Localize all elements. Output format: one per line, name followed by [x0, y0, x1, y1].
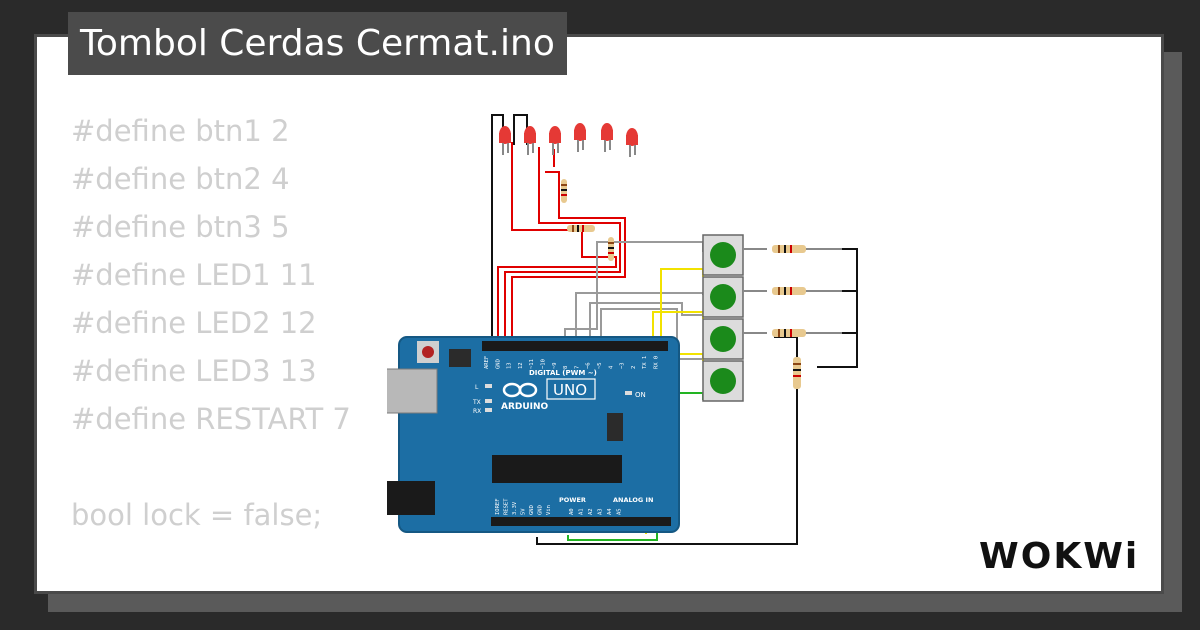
- resistor-led-2[interactable]: [567, 225, 595, 232]
- preview-card: #define btn1 2 #define btn2 4 #define btn3…: [34, 34, 1164, 594]
- pin-label: 3.3V: [512, 501, 518, 515]
- pin-label: Vin: [546, 505, 552, 515]
- led-label-l: L: [475, 384, 479, 391]
- push-buttons: [702, 234, 767, 402]
- code-preview: #define btn1 2 #define btn2 4 #define btn3…: [71, 107, 351, 591]
- code-line: [71, 443, 351, 491]
- page-title: Tombol Cerdas Cermat.ino: [68, 12, 567, 75]
- reset-button[interactable]: [422, 346, 434, 358]
- code-line: #define LED1 11: [71, 258, 317, 292]
- pin-label: 2: [631, 366, 637, 369]
- led-resistors: [561, 179, 614, 261]
- pin-label: A0: [569, 508, 575, 515]
- code-line: #define RESTART 7: [71, 402, 351, 436]
- code-line: [71, 539, 351, 587]
- led-label-rx: RX: [473, 408, 481, 415]
- pushbutton-2[interactable]: [702, 276, 767, 318]
- pushbutton-1[interactable]: [702, 234, 767, 276]
- pin-label: TX 1: [642, 356, 648, 369]
- led-2[interactable]: [524, 126, 536, 155]
- power-jack: [387, 481, 435, 515]
- pin-label: 13: [507, 362, 513, 369]
- wokwi-logo-text: WOKWi: [979, 536, 1139, 577]
- resistor-btn-1[interactable]: [772, 245, 842, 253]
- pushbutton-4[interactable]: [702, 360, 744, 402]
- resistor-led-3[interactable]: [608, 237, 614, 261]
- power-label: POWER: [559, 496, 586, 504]
- led-row: [499, 123, 638, 157]
- code-line: void setup() {: [71, 587, 351, 591]
- digital-header: [482, 341, 668, 351]
- pin-label: GND: [538, 505, 544, 515]
- wokwi-logo: WOKWi: [979, 536, 1139, 577]
- pin-label: 8: [563, 366, 569, 369]
- resistor-btn-4[interactable]: [793, 357, 801, 389]
- led-3[interactable]: [549, 126, 561, 155]
- led-5[interactable]: [601, 123, 613, 152]
- code-line: #define LED3 13: [71, 354, 317, 388]
- code-line: #define btn3 5: [71, 210, 290, 244]
- on-label: ON: [635, 391, 646, 399]
- pin-label: RX 0: [654, 356, 660, 369]
- pin-label: GND: [495, 359, 501, 369]
- pin-label: ~5: [597, 362, 603, 369]
- arduino-logo: [502, 382, 538, 398]
- pin-label: A1: [579, 508, 585, 515]
- code-line: bool lock = false;: [71, 498, 323, 532]
- resistor-btn-3[interactable]: [772, 329, 842, 337]
- pin-label: A5: [617, 508, 623, 515]
- led-1[interactable]: [499, 126, 511, 155]
- code-line: #define LED2 12: [71, 306, 317, 340]
- pin-label: A3: [598, 508, 604, 515]
- digital-label: DIGITAL (PWM ~): [529, 369, 597, 377]
- analog-label: ANALOG IN: [613, 496, 653, 504]
- pin-label: ~6: [586, 362, 592, 369]
- led-label-tx: TX: [472, 399, 481, 406]
- usb-port: [387, 368, 438, 414]
- pin-label: 4: [608, 365, 614, 369]
- pin-label: GND: [529, 505, 535, 515]
- code-line: #define btn1 2: [71, 114, 290, 148]
- pin-label: RESET: [504, 498, 510, 515]
- power-analog-header: [491, 517, 671, 526]
- resistor-led-1[interactable]: [561, 179, 567, 203]
- pin-label: ~9: [552, 362, 558, 369]
- pin-label: ~3: [620, 362, 626, 369]
- button-resistors: [772, 245, 842, 389]
- pin-label: A2: [588, 508, 594, 515]
- pushbutton-3[interactable]: [702, 318, 767, 360]
- pin-label: 12: [518, 362, 524, 369]
- circuit-diagram: AREF GND 13 12 ~11 ~10 ~9 8 7 ~6 ~5 4 ~3 2 TX 1 RX 0 IOR…: [387, 114, 858, 545]
- pin-label: A4: [607, 508, 613, 515]
- led-4[interactable]: [574, 123, 586, 152]
- pin-label: 5V: [521, 508, 527, 515]
- led-6[interactable]: [626, 128, 638, 157]
- pin-label: ~10: [541, 359, 547, 369]
- pin-label: AREF: [484, 356, 490, 369]
- pin-label: 7: [574, 366, 580, 369]
- board-model: UNO: [553, 381, 587, 399]
- pin-label: IOREF: [495, 498, 501, 515]
- code-line: #define btn2 4: [71, 162, 290, 196]
- arduino-logo-text: ARDUINO: [501, 402, 549, 412]
- pin-label: ~11: [529, 359, 535, 369]
- resistor-btn-2[interactable]: [772, 287, 842, 295]
- atmega-chip: [492, 455, 622, 483]
- arduino-board[interactable]: AREF GND 13 12 ~11 ~10 ~9 8 7 ~6 ~5 4 ~3 2 TX 1 RX 0 IOR…: [387, 336, 680, 533]
